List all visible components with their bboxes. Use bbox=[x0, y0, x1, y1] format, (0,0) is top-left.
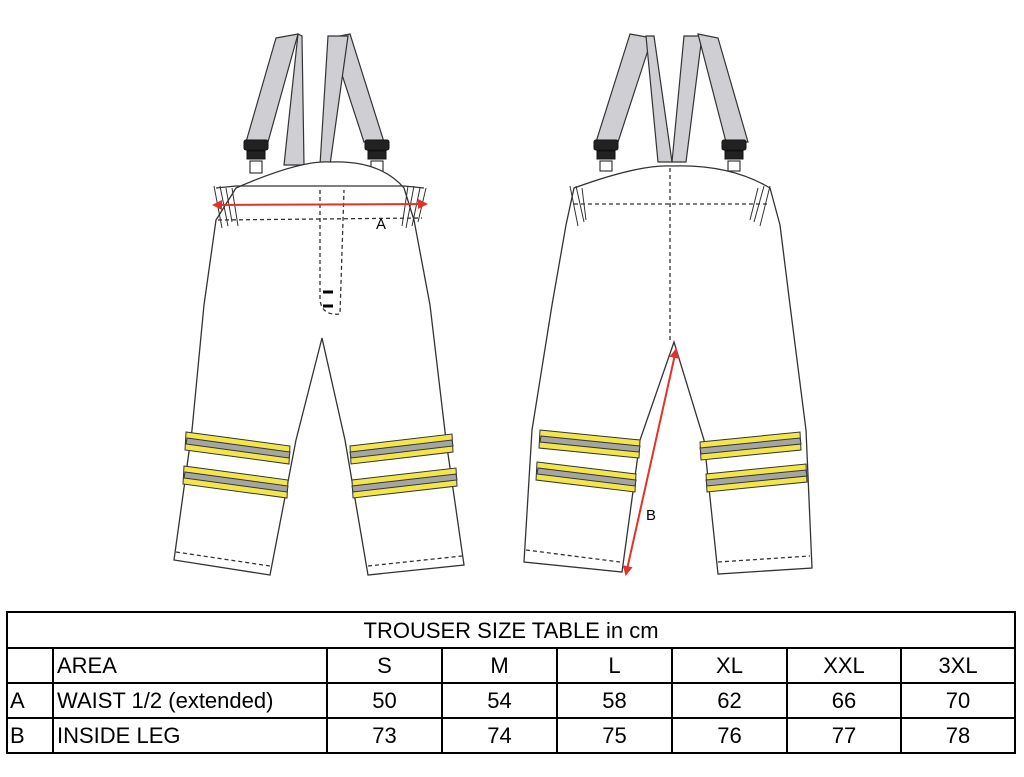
header-size-m: M bbox=[441, 647, 558, 684]
back-trouser-body bbox=[523, 165, 813, 575]
table-cell: 62 bbox=[671, 682, 788, 719]
table-cell: 58 bbox=[556, 682, 673, 719]
table-title-row: TROUSER SIZE TABLE in cm bbox=[5, 611, 1017, 649]
header-size-xl: XL bbox=[671, 647, 788, 684]
table-cell: 54 bbox=[441, 682, 558, 719]
inside-leg-measure-arrow bbox=[622, 348, 680, 576]
waist-measure-arrow bbox=[212, 199, 428, 210]
table-cell: 74 bbox=[441, 717, 558, 754]
table-cell: 73 bbox=[326, 717, 443, 754]
header-size-s: S bbox=[326, 647, 443, 684]
trouser-technical-drawing: A bbox=[173, 33, 813, 576]
header-size-l: L bbox=[556, 647, 673, 684]
table-cell: 70 bbox=[899, 682, 1017, 719]
table-cell: 75 bbox=[556, 717, 673, 754]
back-strap-buckles bbox=[593, 139, 747, 172]
row-key: A bbox=[6, 682, 54, 719]
back-view: B bbox=[523, 33, 813, 576]
row-area: WAIST 1/2 (extended) bbox=[52, 682, 328, 719]
header-key-cell bbox=[6, 647, 54, 684]
row-area: INSIDE LEG bbox=[52, 717, 328, 754]
table-cell: 66 bbox=[786, 682, 902, 719]
front-reflective-bands bbox=[182, 431, 458, 499]
trouser-size-table: TROUSER SIZE TABLE in cm AREA S M L XL X… bbox=[5, 611, 1017, 754]
header-size-3xl: 3XL bbox=[899, 647, 1017, 684]
table-row: A WAIST 1/2 (extended) 50 54 58 62 66 70 bbox=[6, 682, 1017, 719]
table-title: TROUSER SIZE TABLE in cm bbox=[5, 611, 1017, 649]
table-cell: 78 bbox=[899, 717, 1017, 754]
table-header-row: AREA S M L XL XXL 3XL bbox=[6, 647, 1017, 684]
back-suspender-straps bbox=[595, 33, 749, 163]
measure-label-b: B bbox=[646, 507, 656, 524]
front-trouser-body bbox=[173, 161, 465, 576]
measure-label-a: A bbox=[376, 216, 386, 233]
table-cell: 77 bbox=[786, 717, 902, 754]
front-view: A bbox=[173, 33, 465, 576]
header-area: AREA bbox=[52, 647, 328, 684]
table-cell: 50 bbox=[326, 682, 443, 719]
front-suspender-straps bbox=[245, 33, 385, 166]
header-size-xxl: XXL bbox=[786, 647, 902, 684]
table-cell: 76 bbox=[671, 717, 788, 754]
row-key: B bbox=[6, 717, 54, 754]
table-row: B INSIDE LEG 73 74 75 76 77 78 bbox=[6, 717, 1017, 754]
